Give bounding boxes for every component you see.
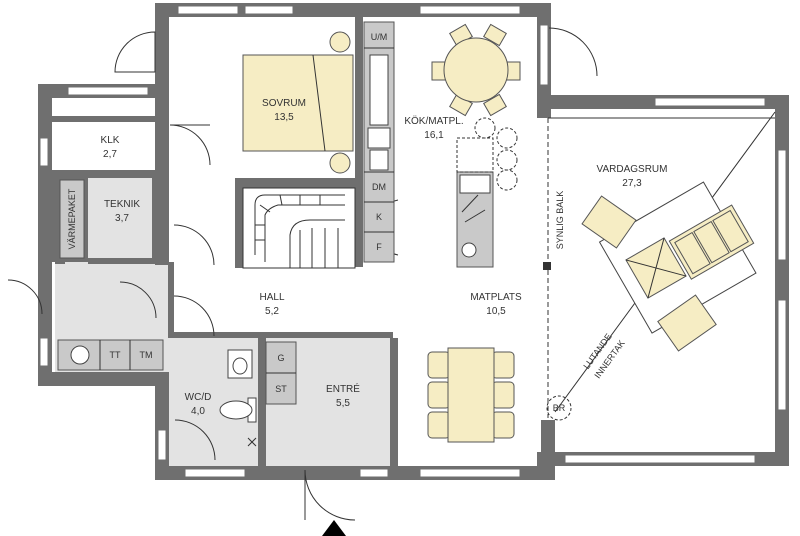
annotation-synlig-balk: SYNLIG BALK <box>555 191 565 250</box>
room-teknik-area: 3,7 <box>115 213 129 224</box>
room-kok-area: 16,1 <box>424 130 444 141</box>
room-kok-name: KÖK/MATPL. <box>404 115 463 127</box>
fixture-st: ST <box>275 384 287 394</box>
fixture-dm: DM <box>372 182 386 192</box>
room-klk-name: KLK <box>101 135 120 146</box>
fixture-g: G <box>277 353 284 363</box>
bed <box>242 31 354 174</box>
kitchen-cabinets <box>363 21 395 263</box>
room-matplats-name: MATPLATS <box>470 292 522 303</box>
fixture-um: U/M <box>371 32 388 42</box>
dining-table <box>427 347 515 443</box>
staircase <box>242 187 356 269</box>
sofa-group <box>581 181 757 352</box>
room-klk-area: 2,7 <box>103 149 117 160</box>
room-entre-name: ENTRÉ <box>326 382 360 395</box>
fixture-br: BR <box>553 403 566 413</box>
room-sovrum-area: 13,5 <box>274 112 294 123</box>
room-wc-name: WC/D <box>185 392 212 403</box>
grey-floor-areas <box>55 178 393 466</box>
room-sovrum-name: SOVRUM <box>262 98 306 109</box>
entrance-marker <box>322 520 346 536</box>
room-hall-area: 5,2 <box>265 306 279 317</box>
room-wc-area: 4,0 <box>191 406 205 417</box>
room-teknik-name: TEKNIK <box>104 199 140 210</box>
room-hall-name: HALL <box>259 292 284 303</box>
fixture-f: F <box>376 242 382 252</box>
room-matplats-area: 10,5 <box>486 306 506 317</box>
fixture-tt: TT <box>110 350 121 360</box>
room-entre-area: 5,5 <box>336 398 350 409</box>
fixture-k: K <box>376 212 382 222</box>
fixture-tm: TM <box>140 350 153 360</box>
kitchen-island <box>456 117 518 268</box>
round-table <box>431 23 521 117</box>
fixture-varmepaket: VÄRMEPAKET <box>67 188 77 249</box>
room-vardagsrum-area: 27,3 <box>622 178 642 189</box>
room-vardagsrum-name: VARDAGSRUM <box>597 164 668 175</box>
windows <box>39 5 787 478</box>
bathroom-fixtures <box>57 179 297 447</box>
